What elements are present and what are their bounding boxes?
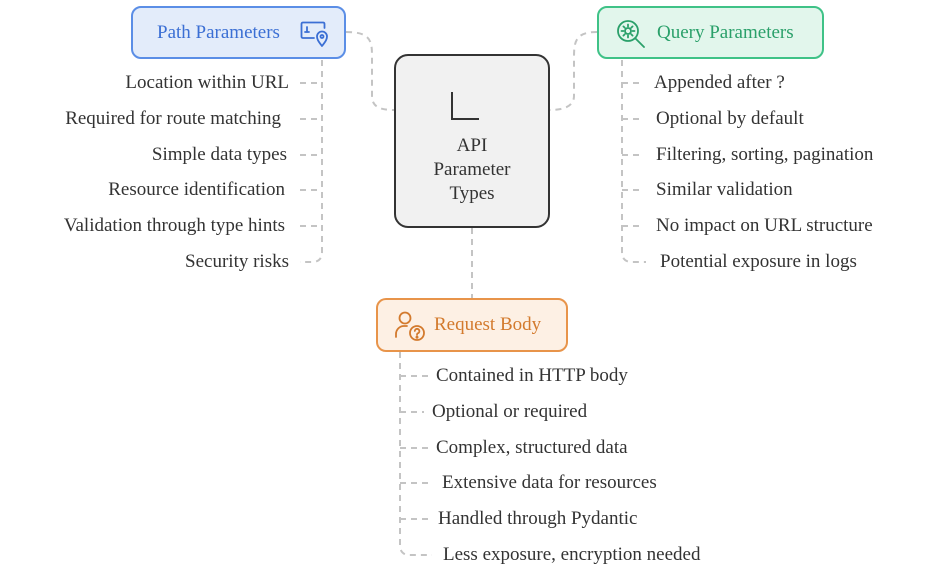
path-item: Resource identification — [108, 179, 285, 200]
search-gear-icon — [617, 20, 645, 48]
body-item: Complex, structured data — [436, 437, 628, 458]
body-item: Handled through Pydantic — [438, 508, 638, 529]
query-parameters-title: Query Parameters — [657, 21, 794, 43]
center-node: API Parameter Types — [394, 54, 550, 228]
user-question-icon — [395, 311, 425, 341]
query-item: Filtering, sorting, pagination — [656, 144, 874, 165]
path-parameters-title: Path Parameters — [157, 21, 280, 43]
path-item: Simple data types — [151, 144, 287, 165]
path-item: Security risks — [185, 251, 289, 272]
path-parameters-node: Path Parameters — [131, 6, 346, 59]
body-item: Less exposure, encryption needed — [443, 544, 701, 565]
path-item: Validation through type hints — [63, 215, 285, 236]
body-item: Extensive data for resources — [442, 472, 657, 493]
request-body-node: Request Body — [376, 298, 568, 352]
query-item: Similar validation — [656, 179, 793, 200]
query-item: Potential exposure in logs — [660, 251, 857, 272]
query-item: Appended after ? — [654, 72, 785, 93]
url-location-icon — [300, 21, 328, 47]
corner-bracket-icon — [451, 92, 479, 120]
request-body-title: Request Body — [434, 314, 542, 335]
query-item: Optional by default — [656, 108, 804, 129]
body-item: Contained in HTTP body — [436, 365, 628, 386]
body-item: Optional or required — [432, 401, 588, 422]
query-item: No impact on URL structure — [656, 215, 873, 236]
path-item: Required for route matching — [65, 108, 281, 129]
query-parameters-node: Query Parameters — [597, 6, 824, 59]
path-item: Location within URL — [125, 72, 289, 93]
center-label: API Parameter Types — [433, 135, 511, 204]
